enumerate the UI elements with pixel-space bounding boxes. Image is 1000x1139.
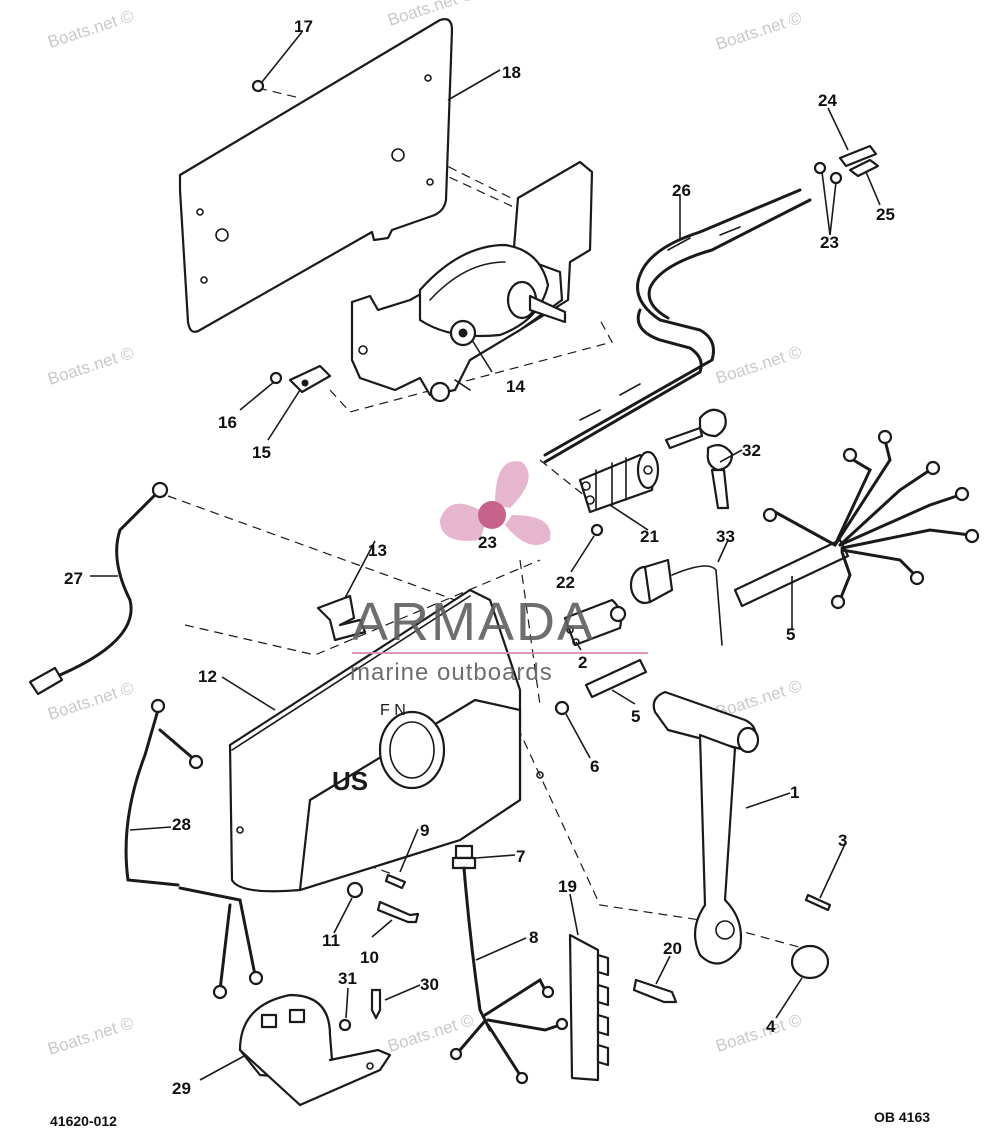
grommet-and-harness xyxy=(449,844,569,1085)
watermark-text: Boats.net © xyxy=(45,678,136,724)
screw-16 xyxy=(269,371,283,385)
part-label: 26 xyxy=(672,181,691,200)
screw-10 xyxy=(376,900,420,924)
part-label: 22 xyxy=(556,573,575,592)
part-label: 8 xyxy=(529,928,538,947)
figure-id-right: OB 4163 xyxy=(874,1109,930,1125)
part-label: 7 xyxy=(516,847,525,866)
part-label: 21 xyxy=(640,527,659,546)
control-handle xyxy=(652,690,760,965)
screw-17 xyxy=(251,79,265,93)
part-label: 15 xyxy=(252,443,271,462)
part-label: 27 xyxy=(64,569,83,588)
part-label: 10 xyxy=(360,948,379,967)
part-label: 1 xyxy=(790,783,799,802)
washer-11 xyxy=(346,881,364,899)
part-label: 29 xyxy=(172,1079,191,1098)
watermark-text: Boats.net © xyxy=(45,6,136,52)
part-label: 6 xyxy=(590,757,599,776)
part-label: 20 xyxy=(663,939,682,958)
wire-28 xyxy=(124,698,264,1000)
cable-ends xyxy=(813,144,880,185)
mounting-plate xyxy=(178,18,454,333)
brand-tagline-text: marine outboards xyxy=(350,659,553,686)
part-label: 5 xyxy=(786,625,795,644)
screw-20 xyxy=(632,978,678,1004)
brand-name-text: ARMADA xyxy=(352,592,595,652)
part-label: 18 xyxy=(502,63,521,82)
watermark-text: Boats.net © xyxy=(45,343,136,389)
part-label: 28 xyxy=(172,815,191,834)
part-label: 19 xyxy=(558,877,577,896)
part-label: 9 xyxy=(420,821,429,840)
part-label: 16 xyxy=(218,413,237,432)
terminal-block xyxy=(568,933,610,1082)
part-label: 33 xyxy=(716,527,735,546)
leader-lines xyxy=(90,31,881,1081)
part-label: 23 xyxy=(820,233,839,252)
part-label: 30 xyxy=(420,975,439,994)
nut-31 xyxy=(338,1018,352,1032)
choke-button xyxy=(629,558,723,646)
part-label: 5 xyxy=(631,707,640,726)
armada-logo: ARMADA marine outboards xyxy=(350,461,648,686)
choke-switch xyxy=(563,598,627,647)
part-label: 25 xyxy=(876,205,895,224)
housing-emblem-text: US xyxy=(332,766,368,796)
watermark-text: Boats.net © xyxy=(713,1010,804,1056)
pin-3 xyxy=(804,893,832,912)
detent-15 xyxy=(288,364,332,394)
wire-harness-sleeve xyxy=(584,538,850,699)
remote-control-housing: US F N xyxy=(228,588,544,893)
part-label: 12 xyxy=(198,667,217,686)
control-cables xyxy=(543,188,812,464)
ground-wire-27 xyxy=(28,481,169,696)
part-label: 24 xyxy=(818,91,837,110)
part-label: 17 xyxy=(294,17,313,36)
figure-id-left: 41620-012 xyxy=(50,1113,117,1129)
part-label: 31 xyxy=(338,969,357,988)
part-label: 32 xyxy=(742,441,761,460)
ignition-keys xyxy=(664,408,734,510)
retaining-ring xyxy=(554,700,570,716)
part-label: 2 xyxy=(578,653,587,672)
ignition-switch xyxy=(578,450,660,514)
wire-harness xyxy=(762,429,980,610)
watermark-text: Boats.net © xyxy=(45,1013,136,1059)
screw-30 xyxy=(370,988,382,1020)
part-label: 3 xyxy=(838,831,847,850)
cap-4 xyxy=(790,944,830,980)
control-mechanism xyxy=(350,160,594,403)
warning-horn xyxy=(238,993,392,1107)
spring-clip xyxy=(316,594,367,642)
part-label: 11 xyxy=(322,931,340,950)
part-labels: 1 2 3 4 5 5 6 7 8 9 10 11 12 13 14 15 16… xyxy=(64,17,895,1098)
part-label: 23 xyxy=(478,533,497,552)
part-label: 4 xyxy=(766,1017,776,1036)
screw-9 xyxy=(384,873,407,890)
part-label: 14 xyxy=(506,377,525,396)
part-label: 13 xyxy=(368,541,387,560)
watermark-text: Boats.net © xyxy=(713,342,804,388)
housing-shift-text: F N xyxy=(380,702,406,719)
nut-22 xyxy=(590,523,604,537)
watermark-text: Boats.net © xyxy=(713,8,804,54)
